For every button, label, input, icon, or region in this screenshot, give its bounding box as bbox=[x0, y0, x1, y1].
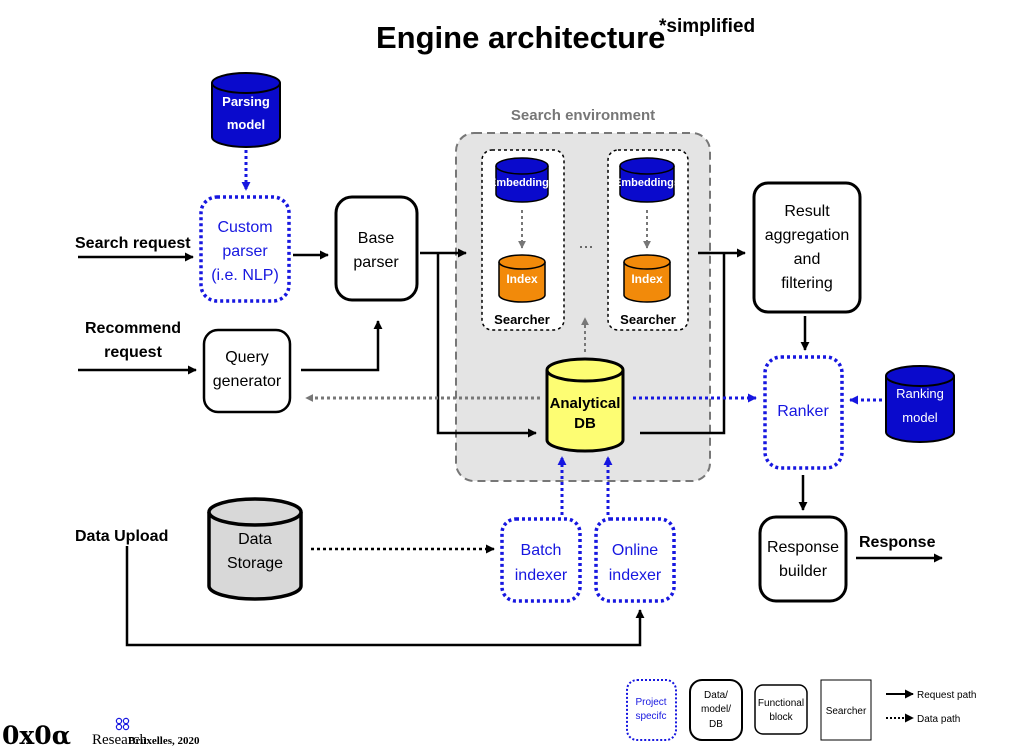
analytical-db-label-2: DB bbox=[574, 415, 596, 432]
legend-searcher: Searcher bbox=[820, 679, 872, 741]
index-label-1: Index bbox=[506, 272, 538, 286]
request-path-arrows bbox=[78, 248, 943, 647]
legend-functional-label-1: Functional bbox=[758, 698, 804, 709]
search-request-label: Search request bbox=[75, 235, 191, 252]
ranker-block: Ranker bbox=[763, 355, 844, 470]
searcher-block-2: Embeddings Index Searcher bbox=[607, 149, 689, 331]
analytical-db: Analytical DB bbox=[545, 357, 625, 453]
ranker-label: Ranker bbox=[777, 403, 829, 420]
embeddings-label-2: Embeddings bbox=[614, 177, 680, 189]
legend-searcher-label: Searcher bbox=[826, 706, 867, 717]
response-builder-label-2: builder bbox=[779, 563, 828, 580]
data-storage-db: Data Storage bbox=[207, 497, 303, 601]
data-path-arrows bbox=[305, 393, 882, 554]
brand-research: Research bbox=[92, 732, 147, 748]
ranking-model-db: Ranking model bbox=[885, 365, 955, 443]
legend-project-specific: Project specifc bbox=[626, 679, 677, 741]
embeddings-db-1: Embeddings bbox=[489, 157, 555, 203]
custom-parser-block: Custom parser (i.e. NLP) bbox=[199, 195, 291, 303]
data-storage-label-2: Storage bbox=[227, 555, 283, 572]
result-aggregation-block: Result aggregation and filtering bbox=[752, 181, 862, 314]
response-builder-block: Response builder bbox=[758, 515, 848, 603]
query-generator-label-2: generator bbox=[213, 373, 282, 390]
parsing-model-db: Parsing model bbox=[211, 72, 281, 148]
searcher-label-1: Searcher bbox=[494, 312, 550, 327]
base-parser-label-1: Base bbox=[358, 230, 395, 247]
legend: Project specifc Data/ model/ DB Function… bbox=[626, 679, 977, 741]
data-storage-label-1: Data bbox=[238, 531, 272, 548]
ranking-model-label-2: model bbox=[902, 410, 938, 425]
query-generator-block: Query generator bbox=[202, 328, 292, 414]
result-aggregation-label-1: Result bbox=[784, 203, 830, 220]
brand-logo: 0x0α bbox=[2, 721, 71, 749]
batch-indexer-label-2: indexer bbox=[515, 567, 568, 584]
analytical-db-label-1: Analytical bbox=[550, 395, 621, 412]
index-label-2: Index bbox=[631, 272, 663, 286]
legend-data-label-1: Data/ bbox=[704, 690, 728, 701]
custom-parser-label-2: parser bbox=[222, 243, 268, 260]
legend-data-label-3: DB bbox=[709, 719, 723, 730]
search-environment-label: Search environment bbox=[511, 107, 655, 124]
parsing-model-label-2: model bbox=[227, 117, 265, 132]
footer-branding: 0x0α Research Bruxelles, 2020 bbox=[2, 717, 200, 749]
response-label: Response bbox=[859, 534, 936, 551]
searcher-ellipsis: ... bbox=[578, 232, 593, 252]
custom-parser-label-1: Custom bbox=[217, 219, 272, 236]
legend-request-path-label: Request path bbox=[917, 690, 977, 701]
footer-location: Bruxelles, 2020 bbox=[128, 735, 200, 747]
legend-functional-label-2: block bbox=[769, 712, 793, 723]
embeddings-label-1: Embeddings bbox=[489, 177, 555, 189]
recommend-request-label-2: request bbox=[104, 344, 162, 361]
diagram-title-suffix: *simplified bbox=[659, 16, 755, 37]
custom-parser-label-3: (i.e. NLP) bbox=[211, 267, 279, 284]
result-aggregation-label-3: and bbox=[794, 251, 821, 268]
recommend-request-label-1: Recommend bbox=[85, 320, 181, 337]
clover-icon bbox=[115, 717, 130, 731]
embeddings-db-2: Embeddings bbox=[614, 157, 680, 203]
query-generator-label-1: Query bbox=[225, 349, 269, 366]
legend-project-label-2: specifc bbox=[635, 711, 666, 722]
base-parser-block: Base parser bbox=[334, 195, 419, 302]
batch-indexer-block: Batch indexer bbox=[500, 517, 582, 603]
searcher-block-1: Embeddings Index Searcher bbox=[481, 149, 565, 331]
legend-data-path-label: Data path bbox=[917, 714, 960, 725]
diagram-title: Engine architecture bbox=[376, 20, 665, 55]
data-upload-label: Data Upload bbox=[75, 528, 168, 545]
legend-data-label-2: model/ bbox=[701, 704, 731, 715]
ranking-model-label-1: Ranking bbox=[896, 386, 944, 401]
searcher-label-2: Searcher bbox=[620, 312, 676, 327]
index-db-1: Index bbox=[498, 254, 546, 303]
legend-project-label-1: Project bbox=[635, 697, 666, 708]
online-indexer-label-1: Online bbox=[612, 542, 658, 559]
search-environment: Search environment Embeddings Index Sear… bbox=[455, 107, 711, 482]
result-aggregation-label-2: aggregation bbox=[765, 227, 850, 244]
batch-indexer-label-1: Batch bbox=[521, 542, 562, 559]
response-builder-label-1: Response bbox=[767, 539, 839, 556]
result-aggregation-label-4: filtering bbox=[781, 275, 833, 292]
parsing-model-label-1: Parsing bbox=[222, 94, 270, 109]
legend-data-model-db: Data/ model/ DB bbox=[689, 679, 743, 741]
legend-functional-block: Functional block bbox=[754, 684, 808, 735]
online-indexer-label-2: indexer bbox=[609, 567, 662, 584]
online-indexer-block: Online indexer bbox=[594, 517, 676, 603]
index-db-2: Index bbox=[623, 254, 671, 303]
base-parser-label-2: parser bbox=[353, 254, 399, 271]
